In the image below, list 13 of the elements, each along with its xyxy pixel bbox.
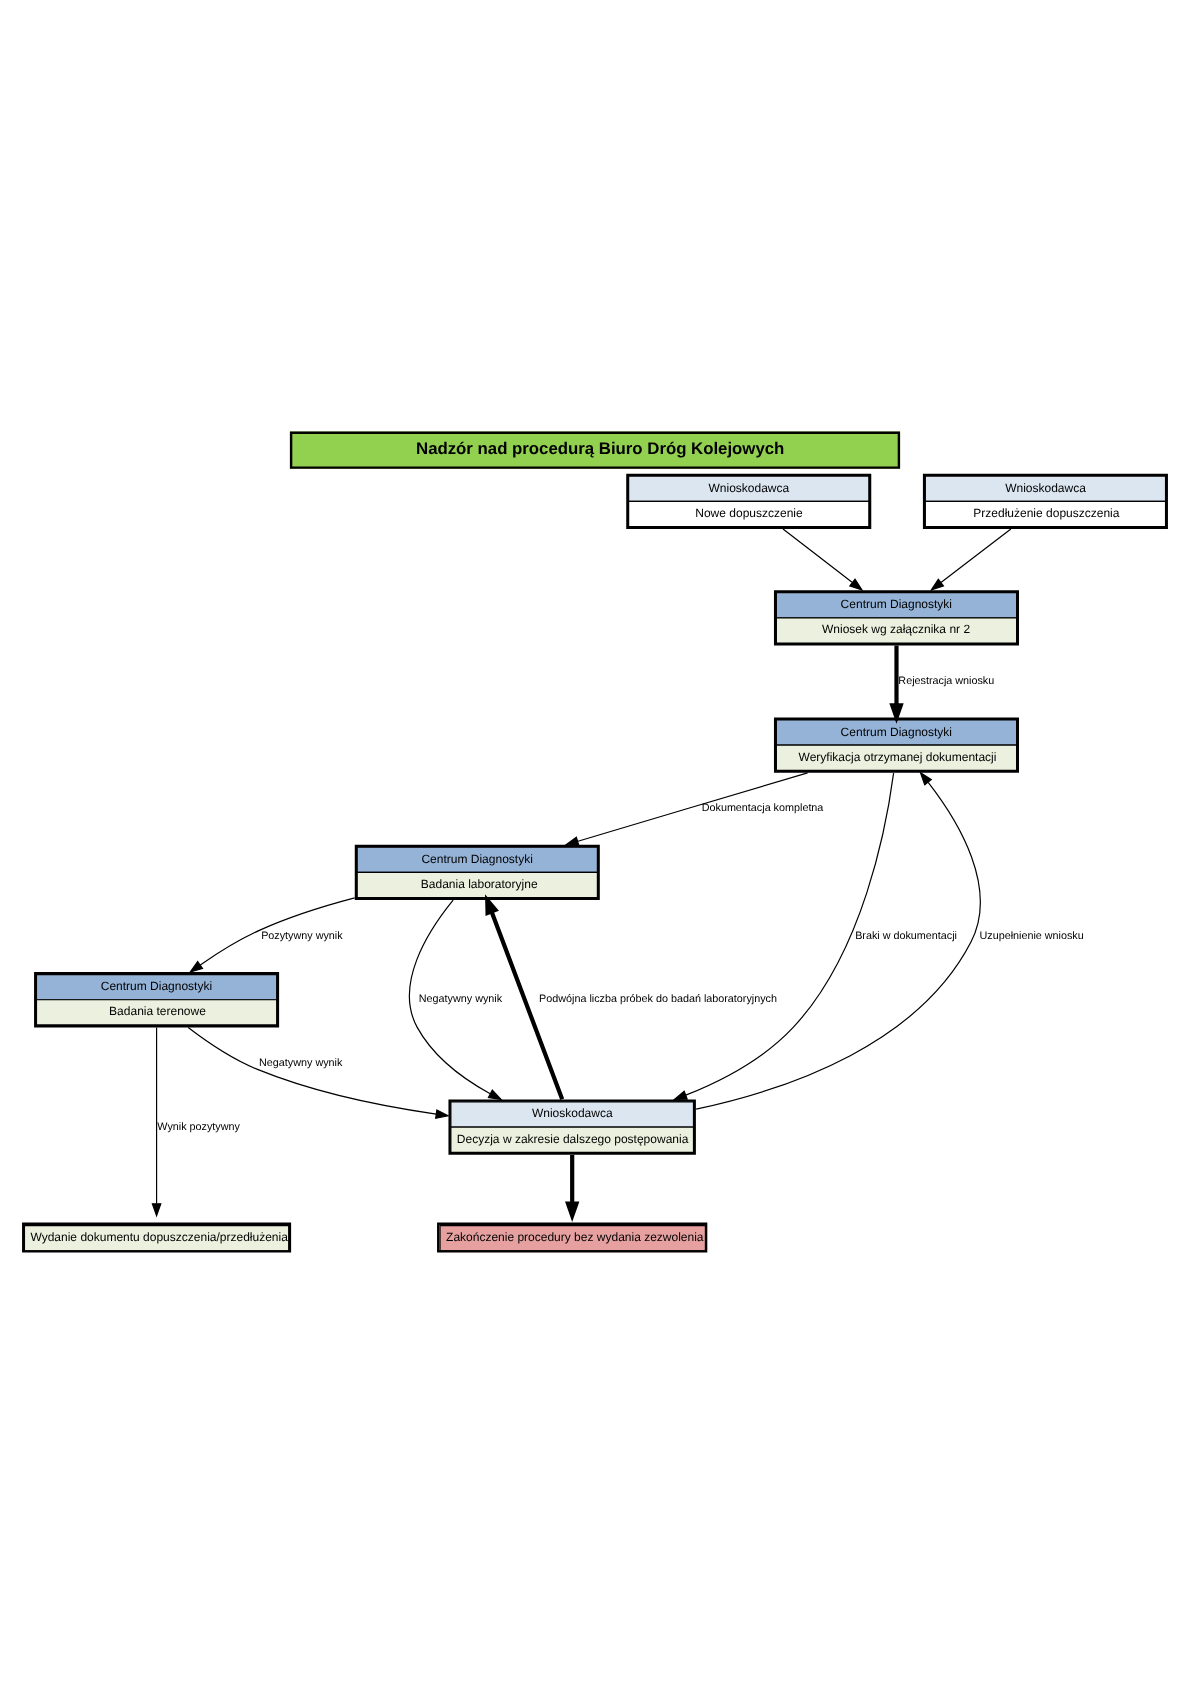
arrow: [929, 527, 1012, 590]
arrow: [187, 1025, 450, 1119]
arrow: [672, 771, 895, 1100]
arrow: [151, 1025, 162, 1217]
arrow: [889, 644, 904, 723]
arrow: [565, 1154, 580, 1222]
arrow: [782, 527, 864, 590]
arrow: [408, 898, 503, 1100]
arrow: [564, 771, 809, 845]
arrow: [188, 896, 356, 973]
diagram-title: Nadzór nad procedurą Biuro Dróg Kolejowych: [416, 437, 785, 458]
arrow: [695, 770, 981, 1109]
arrow: [485, 893, 565, 1100]
